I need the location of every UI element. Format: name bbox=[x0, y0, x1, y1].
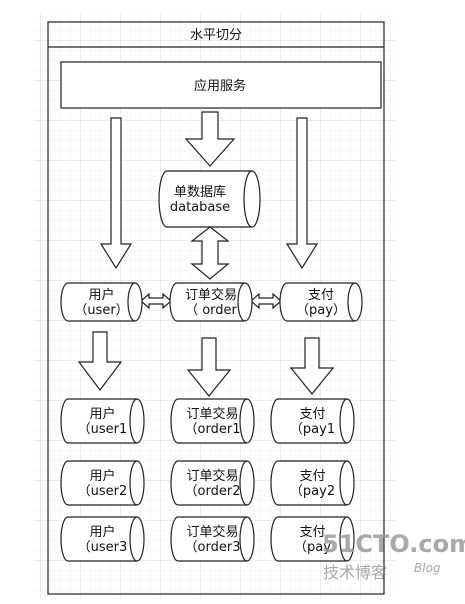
user-shard-2-cylinder-label-line2: （user2 bbox=[78, 484, 128, 499]
pay-shard-3-cylinder-label-line2: （pay bbox=[294, 540, 331, 555]
user-shard-3-cylinder: 用户（user3 bbox=[60, 516, 145, 562]
pay-shard-3-cylinder-cap bbox=[339, 516, 348, 562]
order-shard-1-cylinder: 订单交易（order1 bbox=[170, 398, 255, 444]
order-shard-3-cylinder-cap bbox=[239, 516, 248, 562]
user-shard-1-cylinder-label-line2: （user1 bbox=[78, 422, 128, 437]
watermark: 51CTO.com 技术博客 Blog bbox=[322, 530, 465, 582]
user-cylinder-label-line1: 用户 bbox=[88, 287, 114, 303]
user-shard-2-cylinder-label-line1: 用户 bbox=[89, 468, 115, 484]
user-shard-1-cylinder: 用户（user1 bbox=[60, 398, 145, 444]
cylinder-nodes: 用户（user）订单交易（ order支付（pay）用户（user1订单交易（o… bbox=[60, 282, 363, 562]
order-cylinder: 订单交易（ order bbox=[169, 282, 253, 322]
pay-shard-2-cylinder-cap bbox=[339, 460, 348, 506]
user-shard-3-cylinder-label-line2: （user3 bbox=[78, 540, 128, 555]
watermark-sub: 技术博客 bbox=[323, 563, 387, 582]
database-cylinder: 单数据库 database bbox=[158, 170, 261, 228]
order-shard-3-cylinder: 订单交易（order3 bbox=[170, 516, 255, 562]
down-arrow-to-database bbox=[184, 111, 236, 167]
order-cylinder-label-line2: （ order bbox=[185, 303, 237, 318]
user-shard-3-cylinder-label-line1: 用户 bbox=[89, 524, 115, 540]
order-cylinder-cap bbox=[237, 282, 246, 322]
order-shard-1-cylinder-cap bbox=[239, 398, 248, 444]
down-arrow-order-shards bbox=[186, 337, 232, 397]
app-service-label: 应用服务 bbox=[194, 78, 246, 94]
pay-shard-1-cylinder-label-line2: （pay1 bbox=[290, 422, 335, 437]
app-service-box bbox=[60, 61, 382, 109]
pay-shard-1-cylinder-cap bbox=[339, 398, 348, 444]
watermark-blog: Blog bbox=[414, 561, 441, 575]
order-shard-3-cylinder-label-line2: （order3 bbox=[185, 540, 241, 555]
user-cylinder-cap bbox=[127, 282, 136, 322]
double-arrow-database-order bbox=[190, 226, 230, 280]
order-shard-2-cylinder-cap bbox=[239, 460, 248, 506]
user-shard-1-cylinder-label-line1: 用户 bbox=[89, 406, 115, 422]
pay-shard-1-cylinder: 支付（pay1 bbox=[270, 398, 355, 444]
watermark-brand: 51CTO.com bbox=[322, 530, 465, 558]
database-label-line1: 单数据库 bbox=[174, 184, 226, 200]
database-label-line2: database bbox=[170, 200, 230, 215]
swimlane-frame bbox=[47, 21, 385, 595]
pay-shard-3-cylinder: 支付（pay bbox=[270, 516, 355, 562]
user-shard-2-cylinder: 用户（user2 bbox=[60, 460, 145, 506]
order-cylinder-label-line1: 订单交易 bbox=[185, 287, 237, 303]
order-shard-3-cylinder-label-line1: 订单交易 bbox=[186, 524, 238, 540]
database-cylinder-cap bbox=[243, 170, 253, 228]
pay-cylinder-label-line2: （pay） bbox=[296, 303, 346, 318]
pay-shard-2-cylinder-label-line1: 支付 bbox=[299, 469, 325, 484]
order-shard-1-cylinder-label-line1: 订单交易 bbox=[186, 406, 238, 422]
pay-shard-3-cylinder-label-line1: 支付 bbox=[299, 525, 325, 540]
pay-cylinder-cap bbox=[347, 282, 356, 322]
down-arrow-user-shards bbox=[77, 331, 123, 391]
order-shard-2-cylinder-label-line1: 订单交易 bbox=[186, 468, 238, 484]
down-arrow-to-pay bbox=[285, 117, 319, 270]
down-arrow-pay-shards bbox=[289, 337, 335, 395]
user-shard-2-cylinder-cap bbox=[129, 460, 138, 506]
order-shard-2-cylinder-label-line2: （order2 bbox=[185, 484, 241, 499]
order-shard-1-cylinder-label-line2: （order1 bbox=[185, 422, 241, 437]
user-cylinder: 用户（user） bbox=[60, 282, 143, 322]
user-shard-1-cylinder-cap bbox=[129, 398, 138, 444]
pay-cylinder: 支付（pay） bbox=[279, 282, 363, 322]
user-shard-3-cylinder-cap bbox=[129, 516, 138, 562]
pay-cylinder-label-line1: 支付 bbox=[308, 288, 334, 303]
pay-shard-1-cylinder-label-line1: 支付 bbox=[299, 407, 325, 422]
swimlane-title: 水平切分 bbox=[190, 28, 242, 43]
user-cylinder-label-line2: （user） bbox=[74, 303, 128, 318]
pay-shard-2-cylinder-label-line2: （pay2 bbox=[290, 484, 335, 499]
order-shard-2-cylinder: 订单交易（order2 bbox=[170, 460, 255, 506]
pay-shard-2-cylinder: 支付（pay2 bbox=[270, 460, 355, 506]
down-arrow-to-user bbox=[99, 117, 133, 270]
